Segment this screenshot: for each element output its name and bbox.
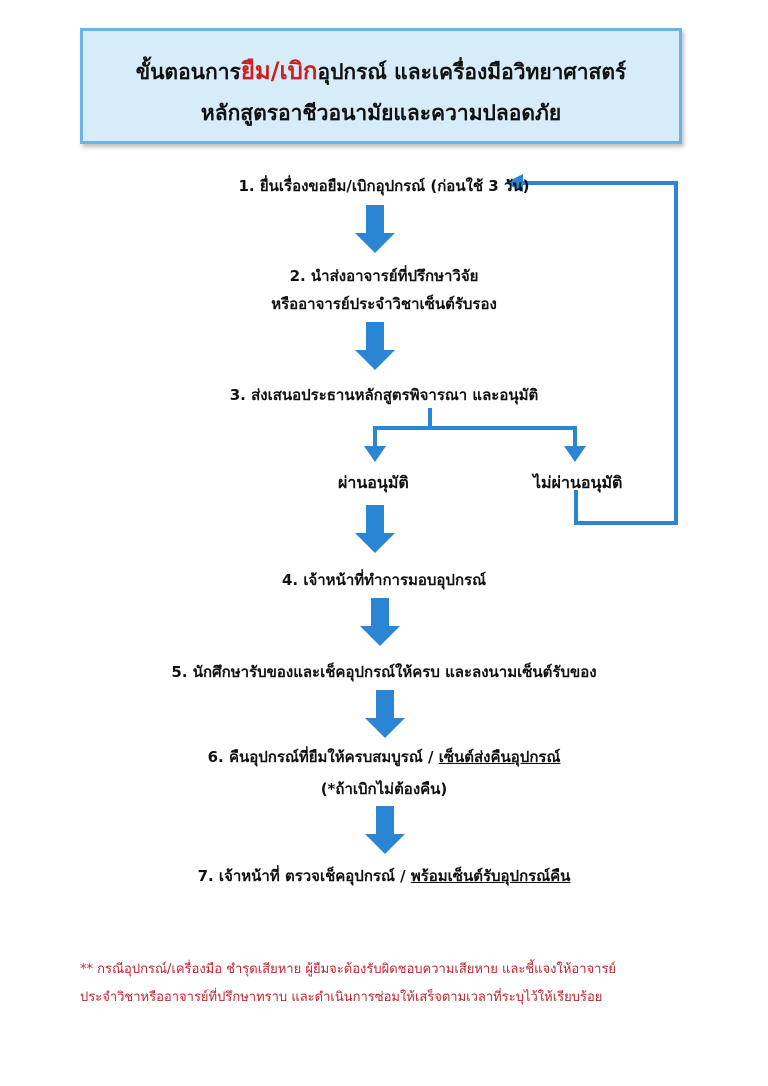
step-6-note: (*ถ้าเบิกไม่ต้องคืน)	[320, 780, 448, 798]
title-prefix: ขั้นตอนการ	[135, 60, 241, 84]
arrow-approved-head	[364, 446, 386, 462]
branch-line	[373, 426, 577, 448]
step-2-line-2: หรืออาจารย์ประจำวิชาเซ็นต์รับรอง	[271, 295, 497, 313]
step-6-underlined: เซ็นต์ส่งคืนอุปกรณ์	[438, 748, 561, 766]
step-7: 7. เจ้าหน้าที่ ตรวจเช็คอุปกรณ์ / พร้อมเซ…	[0, 864, 768, 888]
step-7-text: 7. เจ้าหน้าที่ ตรวจเช็คอุปกรณ์ /	[197, 867, 411, 885]
step-5: 5. นักศึกษารับของและเช็คอุปกรณ์ให้ครบ แล…	[171, 663, 597, 681]
title-suffix: อุปกรณ์ และเครื่องมือวิทยาศาสตร์	[317, 60, 627, 84]
arrow-return-head	[505, 174, 523, 192]
outcome-rejected: ไม่ผ่านอนุมัติ	[533, 473, 623, 492]
step-6-text: 6. คืนอุปกรณ์ที่ยืมให้ครบสมบูรณ์ /	[207, 748, 439, 766]
title-line-1: ขั้นตอนการยืม/เบิกอุปกรณ์ และเครื่องมือว…	[83, 51, 679, 90]
step-1: 1. ยื่นเรื่องขอยืม/เบิกอุปกรณ์ (ก่อนใช้ …	[238, 177, 530, 195]
title-box: ขั้นตอนการยืม/เบิกอุปกรณ์ และเครื่องมือว…	[80, 28, 682, 144]
arrow-down-3	[355, 505, 395, 553]
return-line	[520, 181, 678, 525]
footnote: ** กรณีอุปกรณ์/เครื่องมือ ชำรุดเสียหาย ผ…	[80, 956, 720, 1012]
step-6: 6. คืนอุปกรณ์ที่ยืมให้ครบสมบูรณ์ / เซ็นต…	[0, 745, 768, 769]
footnote-line-1: ** กรณีอุปกรณ์/เครื่องมือ ชำรุดเสียหาย ผ…	[80, 962, 617, 977]
step-4: 4. เจ้าหน้าที่ทำการมอบอุปกรณ์	[281, 571, 487, 589]
arrow-down-2	[355, 322, 395, 370]
title-line-2: หลักสูตรอาชีวอนามัยและความปลอดภัย	[200, 101, 562, 125]
title-highlight: ยืม/เบิก	[240, 57, 318, 85]
arrow-down-4	[360, 598, 400, 646]
step-7-underlined: พร้อมเซ็นต์รับอุปกรณ์คืน	[410, 867, 571, 885]
arrow-down-6	[365, 806, 405, 854]
step-2-line-1: 2. นำส่งอาจารย์ที่ปรึกษาวิจัย	[289, 267, 479, 285]
footnote-line-2: ประจำวิชาหรืออาจารย์ที่ปรึกษาทราบ และดำเ…	[80, 990, 603, 1005]
outcome-approved: ผ่านอนุมัติ	[338, 473, 409, 492]
arrow-down-1	[355, 205, 395, 253]
arrow-down-5	[365, 690, 405, 738]
step-3: 3. ส่งเสนอประธานหลักสูตรพิจารณา และอนุมั…	[229, 386, 539, 404]
arrow-rejected-head	[564, 446, 586, 462]
